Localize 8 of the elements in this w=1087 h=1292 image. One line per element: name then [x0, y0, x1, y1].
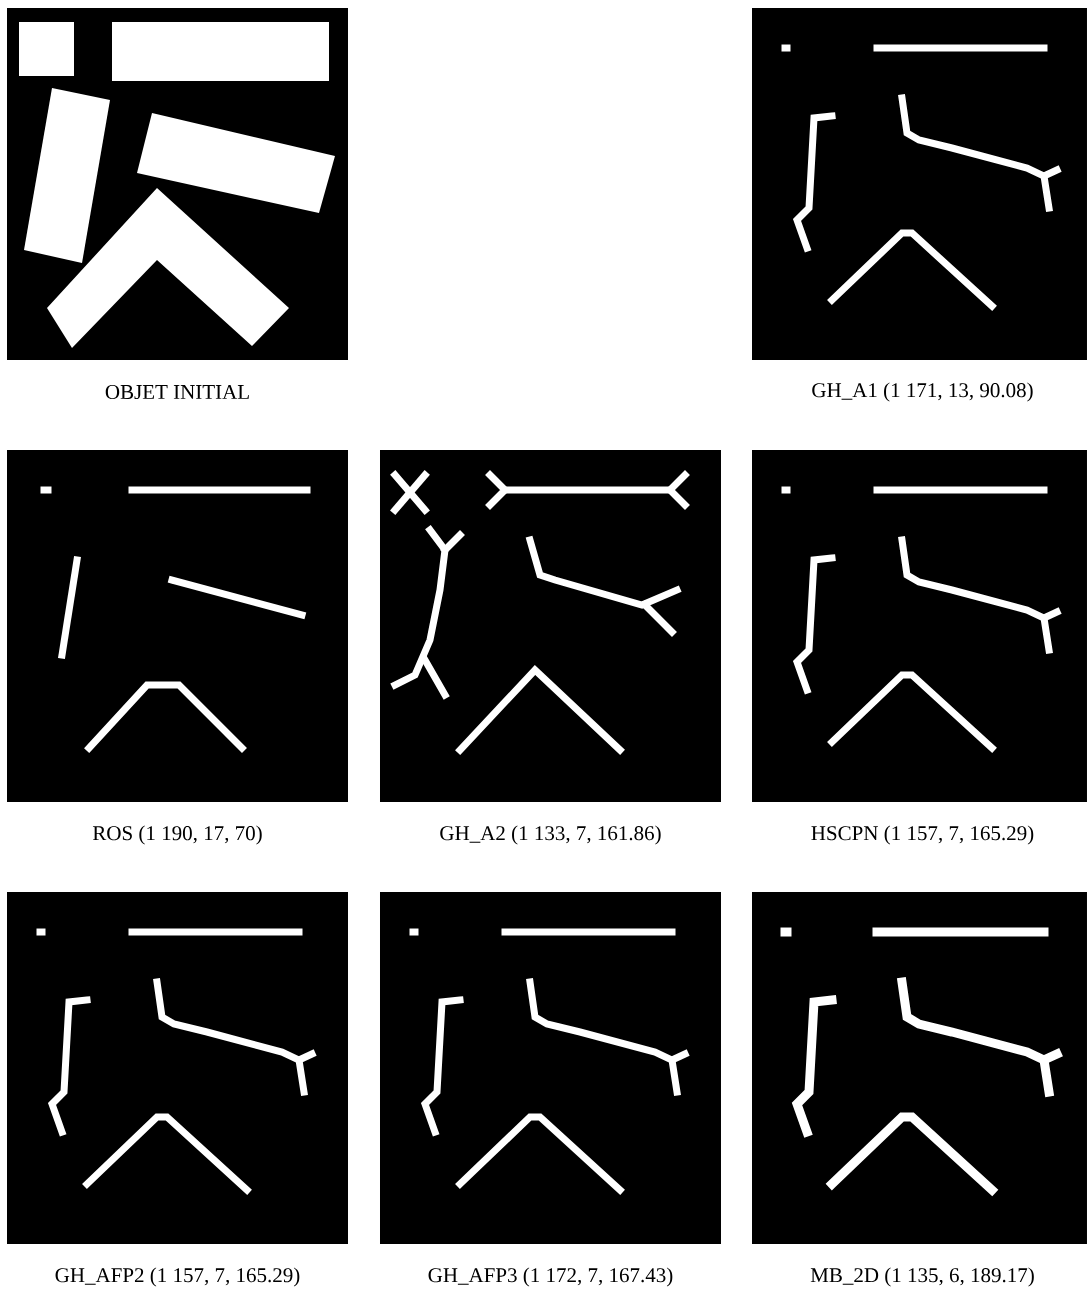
- image-caption: MB_2D (1 135, 6, 189.17): [810, 1267, 1034, 1287]
- image-caption: GH_AFP3 (1 172, 7, 167.43): [428, 1267, 673, 1287]
- image-caption: GH_AFP2 (1 157, 7, 165.29): [55, 1267, 300, 1287]
- image-caption: OBJET INITIAL: [105, 384, 249, 400]
- image-caption: GH_A1 (1 171, 13, 90.08): [812, 382, 1033, 402]
- image-caption: ROS (1 190, 17, 70): [92, 825, 262, 845]
- image-caption: HSCPN (1 157, 7, 165.29): [811, 825, 1034, 845]
- image-caption: GH_A2 (1 133, 7, 161.86): [440, 825, 661, 845]
